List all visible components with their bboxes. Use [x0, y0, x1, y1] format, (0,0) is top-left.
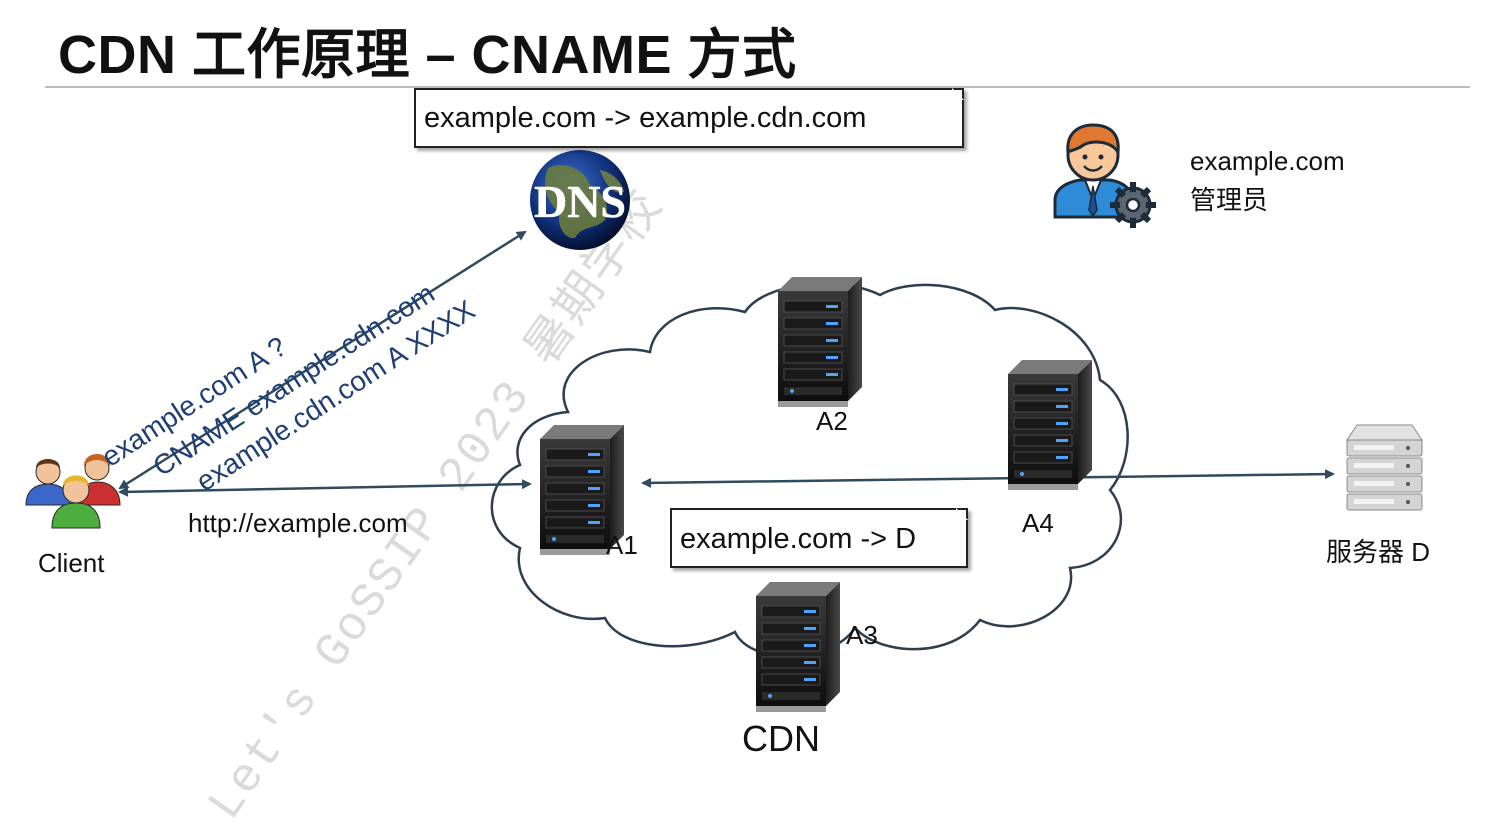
title-divider [45, 86, 1470, 88]
server-a4-icon [1008, 360, 1092, 490]
server-a1-icon [540, 425, 624, 555]
dns-query-arrow [118, 230, 527, 490]
client-label: Client [38, 548, 105, 578]
server-a3-label: A3 [846, 620, 878, 650]
admin-icon [1053, 123, 1156, 228]
gear-icon [1110, 182, 1156, 228]
server-a2-label: A2 [816, 406, 848, 436]
page-title: CDN 工作原理 – CNAME 方式 [58, 25, 797, 85]
http-request-arrow [118, 479, 532, 497]
origin-server-icon [1346, 424, 1423, 511]
diagram-graphics: DNS [25, 123, 1423, 712]
cdn-label: CDN [742, 718, 820, 759]
admin-role-label: 管理员 [1190, 185, 1269, 215]
svg-text:DNS: DNS [534, 176, 626, 227]
client-users-icon [25, 454, 121, 529]
cdn-route-callout: example.com -> D [670, 508, 968, 568]
callout-fold [956, 508, 968, 520]
cdn-route-text: example.com -> D [680, 523, 917, 555]
dns-mapping-text: example.com -> example.cdn.com [424, 102, 867, 134]
server-a4-label: A4 [1022, 508, 1054, 538]
callout-fold [952, 88, 964, 100]
server-a2-icon [778, 277, 862, 407]
dns-mapping-callout: example.com -> example.cdn.com [414, 88, 964, 148]
origin-fetch-arrow [641, 469, 1335, 488]
server-a3-icon [756, 582, 840, 712]
server-a1-label: A1 [606, 530, 638, 560]
http-request-label: http://example.com [188, 508, 408, 538]
admin-domain-label: example.com [1190, 146, 1345, 176]
origin-server-label: 服务器 D [1326, 537, 1431, 567]
dns-globe-icon: DNS [530, 150, 630, 250]
